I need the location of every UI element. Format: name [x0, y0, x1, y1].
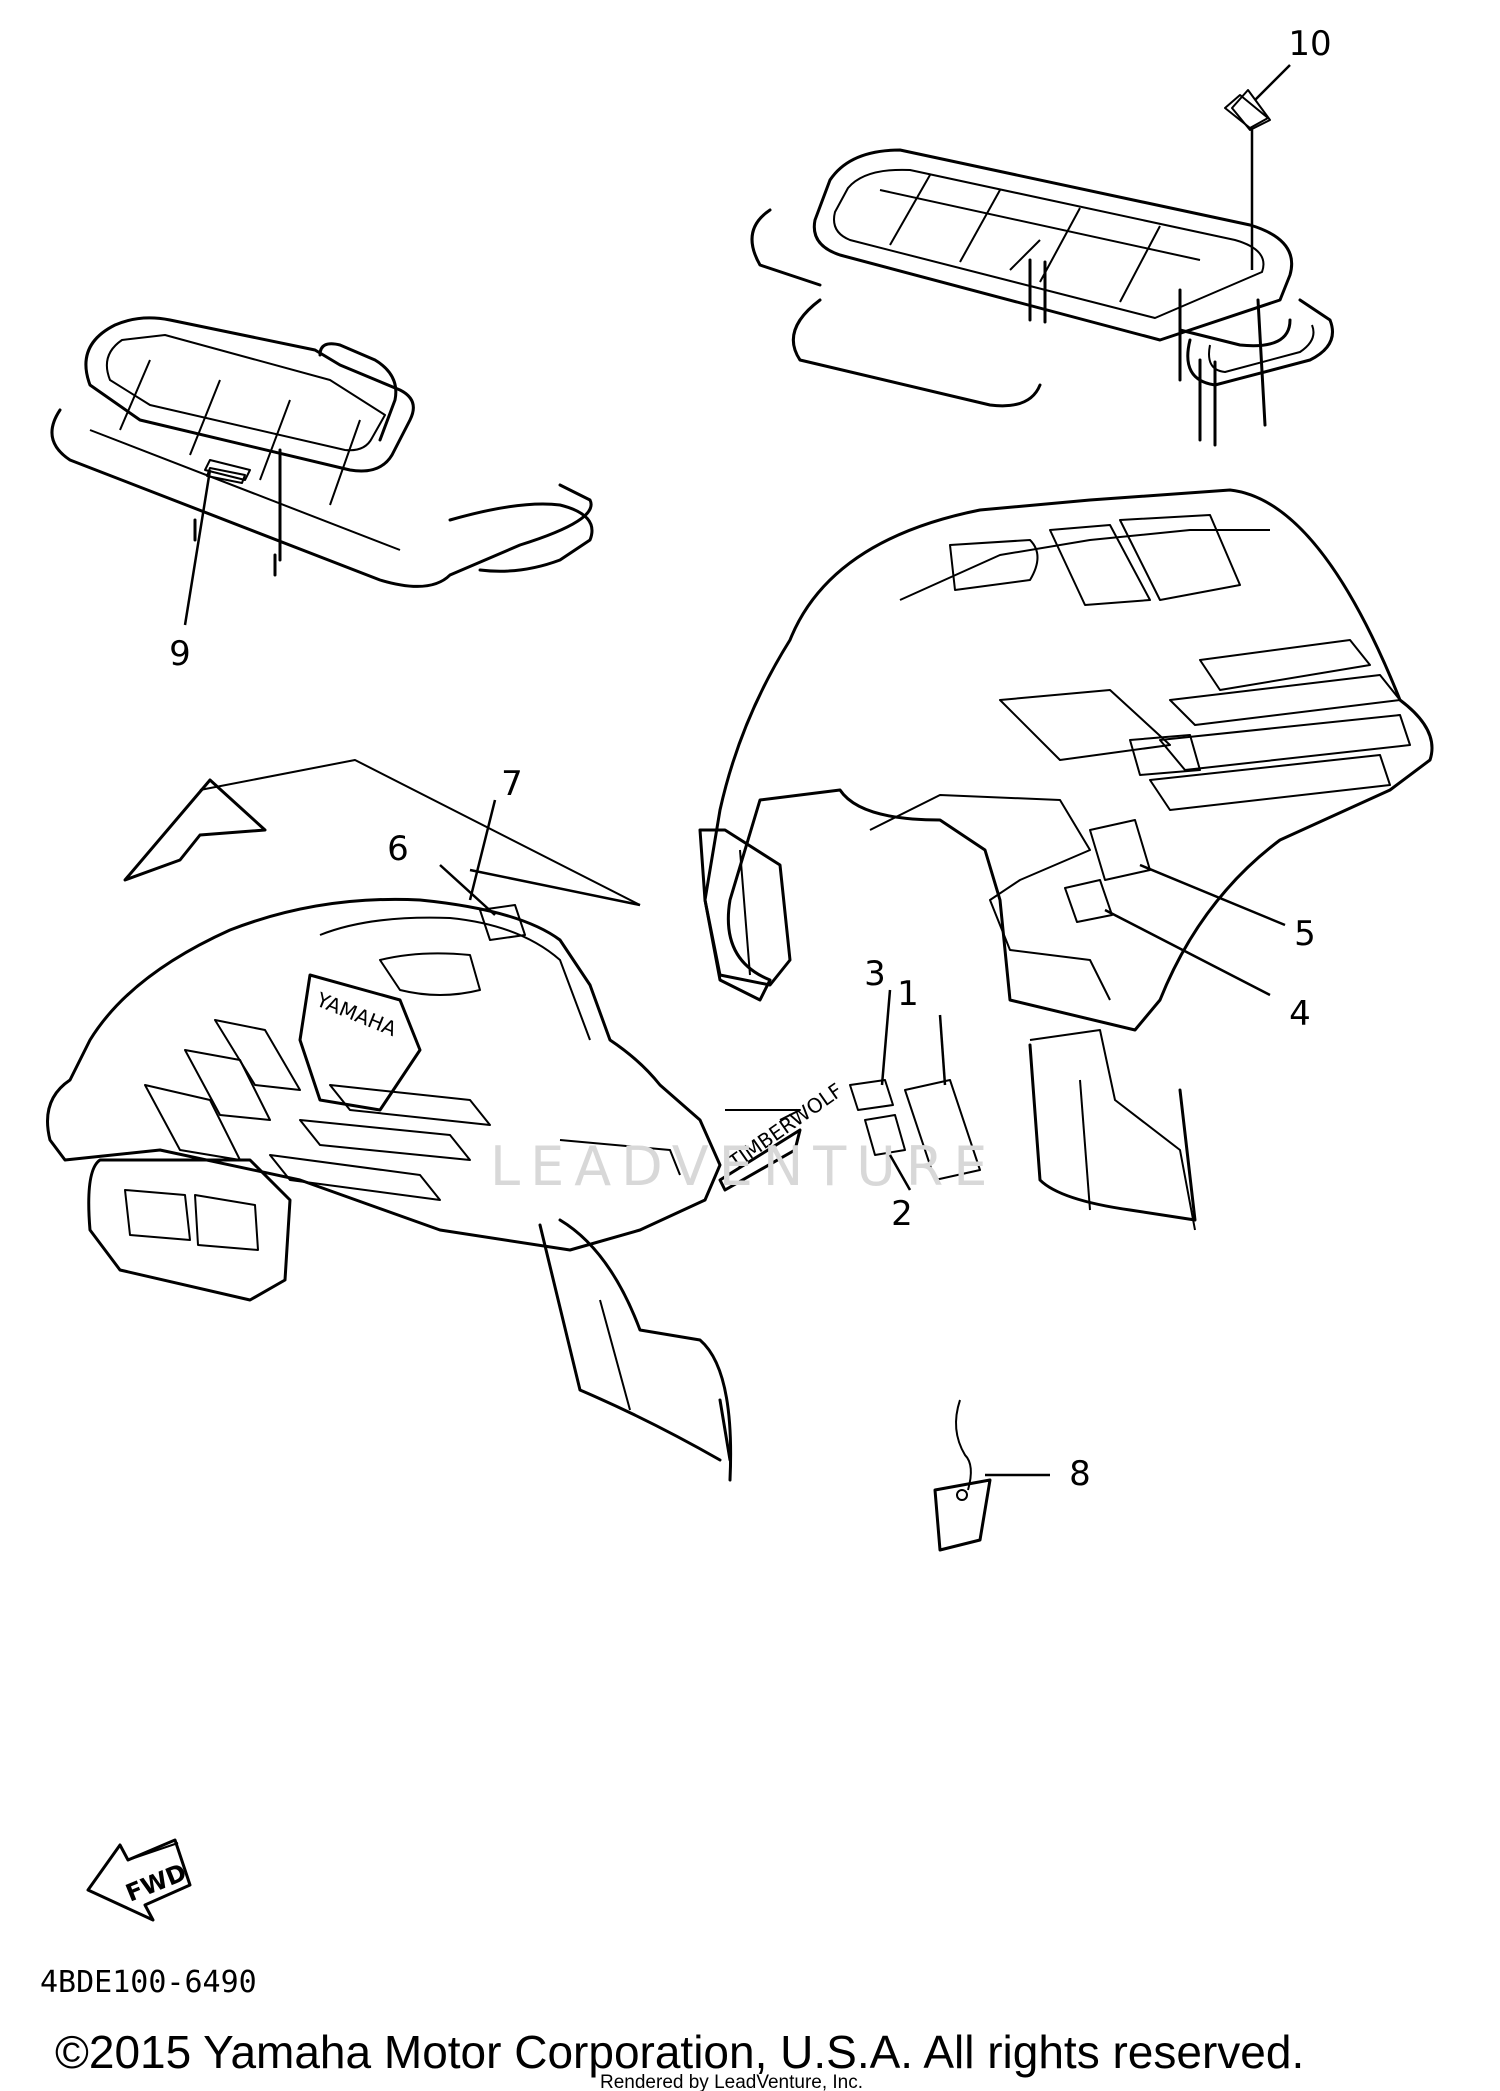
- rear-fender[interactable]: [698, 488, 1434, 1231]
- decal-4[interactable]: [1064, 879, 1113, 923]
- callout-7[interactable]: 7: [501, 764, 523, 804]
- fwd-arrow-icon: FWD: [86, 1838, 192, 1922]
- callout-9[interactable]: 9: [169, 634, 191, 674]
- decal-7-warning[interactable]: [123, 759, 802, 1192]
- rendered-by-notice: Rendered by LeadVenture, Inc.: [600, 2072, 863, 2091]
- callout-8[interactable]: 8: [1069, 1454, 1091, 1494]
- callout-3[interactable]: 3: [864, 954, 886, 994]
- decal-2[interactable]: [864, 1114, 906, 1156]
- decal-9[interactable]: [206, 467, 246, 484]
- callout-5[interactable]: 5: [1294, 914, 1316, 954]
- leader-lines: [183, 64, 1291, 1477]
- copyright-notice: ©2015 Yamaha Motor Corporation, U.S.A. A…: [55, 2026, 1304, 2078]
- diagram-code: 4BDE100-6490: [40, 1965, 257, 2000]
- callout-2[interactable]: 2: [891, 1194, 913, 1234]
- watermark-text: LEADVENTURE: [490, 1135, 997, 1198]
- rear-carrier[interactable]: [750, 89, 1334, 447]
- decal-1[interactable]: [904, 1079, 981, 1181]
- front-fender[interactable]: [46, 897, 733, 1482]
- callout-1[interactable]: 1: [897, 974, 919, 1014]
- decal-10[interactable]: [1224, 94, 1269, 129]
- decal-3[interactable]: [849, 1079, 894, 1111]
- callout-6[interactable]: 6: [387, 829, 409, 869]
- tag-8[interactable]: [933, 1399, 992, 1552]
- callout-10[interactable]: 10: [1288, 24, 1331, 64]
- callout-4[interactable]: 4: [1289, 994, 1311, 1034]
- decal-6[interactable]: [479, 904, 526, 941]
- front-carrier[interactable]: [50, 316, 594, 588]
- decal-5[interactable]: [1089, 819, 1151, 881]
